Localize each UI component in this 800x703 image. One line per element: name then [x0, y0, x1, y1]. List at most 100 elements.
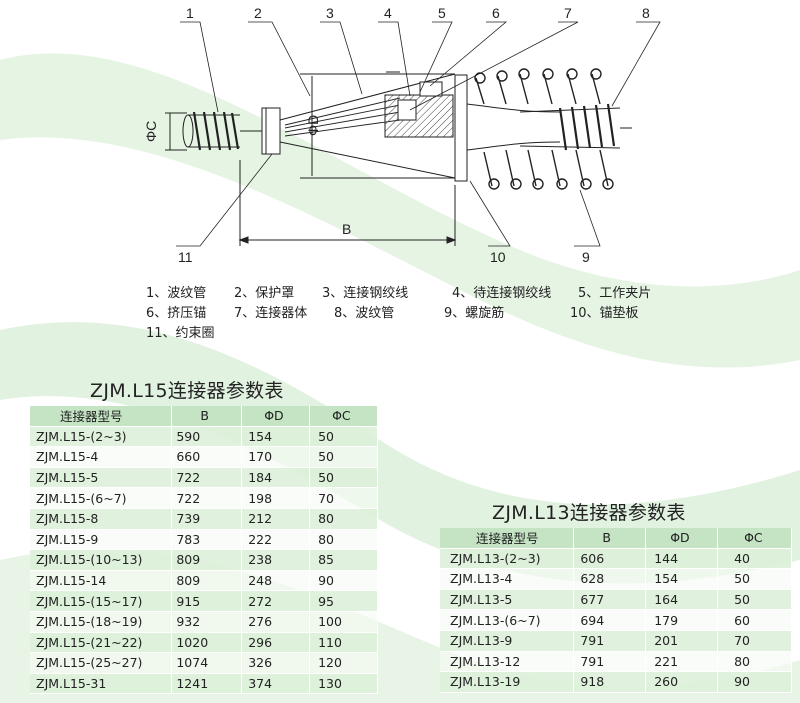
cell-phi-c: 90: [717, 671, 792, 693]
callout-2: 2: [254, 5, 262, 21]
table-l13-title: ZJM.L13连接器参数表: [492, 502, 686, 524]
cell-phi-c: 60: [717, 609, 792, 631]
cell-phi-c: 50: [309, 446, 378, 468]
cell-b: 1020: [171, 632, 243, 654]
legend-item-10: 10、锚垫板: [570, 306, 639, 321]
cell-phi-d: 212: [241, 508, 311, 530]
cell-model: ZJM.L13-19: [440, 671, 575, 693]
cell-b: 606: [573, 548, 647, 570]
legend-item-4: 4、待连接钢绞线: [452, 286, 552, 301]
cell-b: 1241: [171, 673, 243, 695]
cell-phi-d: 170: [241, 446, 311, 468]
cell-phi-c: 130: [309, 673, 378, 695]
cell-phi-c: 80: [717, 651, 792, 673]
label-phi-d: ΦD: [305, 115, 321, 136]
cell-phi-c: 70: [309, 487, 378, 509]
trumpet: [466, 103, 561, 151]
header-phi-d: ΦD: [645, 528, 719, 549]
cell-phi-c: 80: [309, 529, 378, 551]
table-l15-title: ZJM.L15连接器参数表: [90, 380, 284, 402]
cell-model: ZJM.L15-31: [30, 673, 173, 695]
cell-phi-c: 50: [309, 426, 378, 448]
legend-item-11: 11、约束圈: [146, 326, 215, 341]
cell-b: 628: [573, 568, 647, 590]
cell-phi-c: 40: [717, 548, 792, 570]
cell-b: 660: [171, 446, 243, 468]
cell-model: ZJM.L15-4: [30, 446, 173, 468]
cell-model: ZJM.L15-(25~27): [30, 652, 173, 674]
connector-diagram: 1 2 3 4 5 6 7 8 10 9 11 ΦC ΦD B: [143, 5, 661, 265]
cell-b: 809: [171, 549, 243, 571]
cell-b: 791: [573, 651, 647, 673]
cell-phi-d: 179: [645, 609, 719, 631]
cell-b: 915: [171, 590, 243, 612]
cell-phi-d: 201: [645, 630, 719, 652]
cell-model: ZJM.L13-12: [440, 651, 575, 673]
legend-item-6: 6、挤压锚: [146, 306, 207, 321]
cell-phi-c: 100: [309, 611, 378, 633]
cell-phi-c: 50: [717, 589, 792, 611]
legend-item-2: 2、保护罩: [234, 286, 295, 301]
legend-item-1: 1、波纹管: [146, 286, 207, 301]
cell-phi-c: 90: [309, 570, 378, 592]
cell-model: ZJM.L15-(18~19): [30, 611, 173, 633]
cell-model: ZJM.L15-(15~17): [30, 590, 173, 612]
dim-phi-c: [165, 112, 187, 151]
cell-phi-d: 374: [241, 673, 311, 695]
cell-phi-d: 222: [241, 529, 311, 551]
cell-phi-d: 296: [241, 632, 311, 654]
cell-phi-c: 95: [309, 590, 378, 612]
callout-4: 4: [384, 5, 392, 21]
cell-b: 809: [171, 570, 243, 592]
cell-b: 677: [573, 589, 647, 611]
cell-b: 932: [171, 611, 243, 633]
cell-b: 739: [171, 508, 243, 530]
wave-band-mid: [0, 322, 800, 584]
cell-model: ZJM.L15-(6~7): [30, 487, 173, 509]
cell-phi-c: 85: [309, 549, 378, 571]
legend-item-9: 9、螺旋筋: [444, 306, 505, 321]
header-b: B: [573, 528, 647, 549]
cell-model: ZJM.L15-8: [30, 508, 173, 530]
cell-phi-d: 154: [241, 426, 311, 448]
strands: [284, 97, 401, 137]
cell-b: 918: [573, 671, 647, 693]
cell-phi-c: 50: [717, 568, 792, 590]
callout-6: 6: [492, 5, 500, 21]
cell-model: ZJM.L13-9: [440, 630, 575, 652]
cell-phi-d: 276: [241, 611, 311, 633]
cell-b: 590: [171, 426, 243, 448]
header-model: 连接器型号: [30, 406, 173, 427]
legend-item-7: 7、连接器体: [234, 306, 308, 321]
cell-phi-c: 70: [717, 630, 792, 652]
cell-b: 1074: [171, 652, 243, 674]
header-phi-d: ΦD: [241, 406, 311, 427]
dim-phi-d: [300, 73, 455, 179]
cell-phi-d: 198: [241, 487, 311, 509]
cell-phi-d: 272: [241, 590, 311, 612]
callout-8: 8: [642, 5, 650, 21]
header-b: B: [171, 406, 243, 427]
cell-model: ZJM.L13-(2~3): [440, 548, 575, 570]
cell-phi-c: 50: [309, 467, 378, 489]
cell-phi-d: 248: [241, 570, 311, 592]
cell-phi-c: 110: [309, 632, 378, 654]
cell-model: ZJM.L15-5: [30, 467, 173, 489]
legend-item-5: 5、工作夹片: [578, 286, 652, 301]
cell-phi-d: 144: [645, 548, 719, 570]
